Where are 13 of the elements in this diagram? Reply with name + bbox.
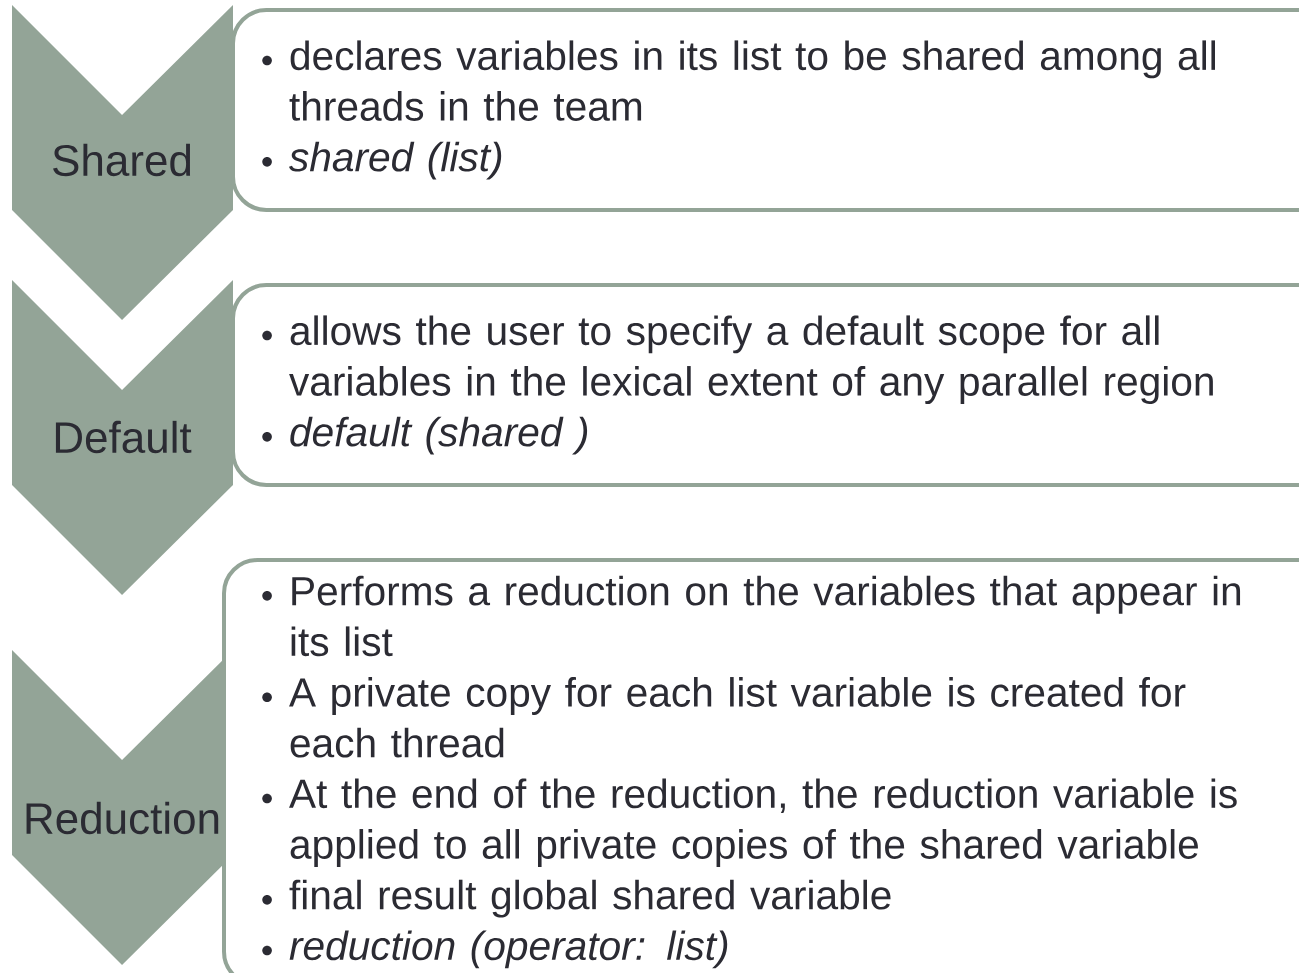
bullet-text: shared (list) bbox=[289, 141, 502, 180]
bullet-text: A private copy for each list variable is created for each thread bbox=[289, 677, 1186, 758]
step-banner: Reduction bbox=[12, 650, 233, 965]
bullet-text: final result global shared variable bbox=[289, 879, 891, 918]
text-box bbox=[222, 558, 1299, 973]
node-label: Reduction bbox=[26, 801, 219, 835]
bullet-text: reduction (operator: list) bbox=[289, 930, 728, 969]
text-box bbox=[231, 283, 1299, 487]
text-box bbox=[231, 8, 1299, 212]
bullet-text: default (shared ) bbox=[290, 416, 588, 455]
step-banner: Shared bbox=[12, 5, 233, 320]
bullet-text: Performs a reduction on the variables that appear in its list bbox=[291, 575, 1241, 657]
step-banner: Default bbox=[12, 280, 233, 595]
